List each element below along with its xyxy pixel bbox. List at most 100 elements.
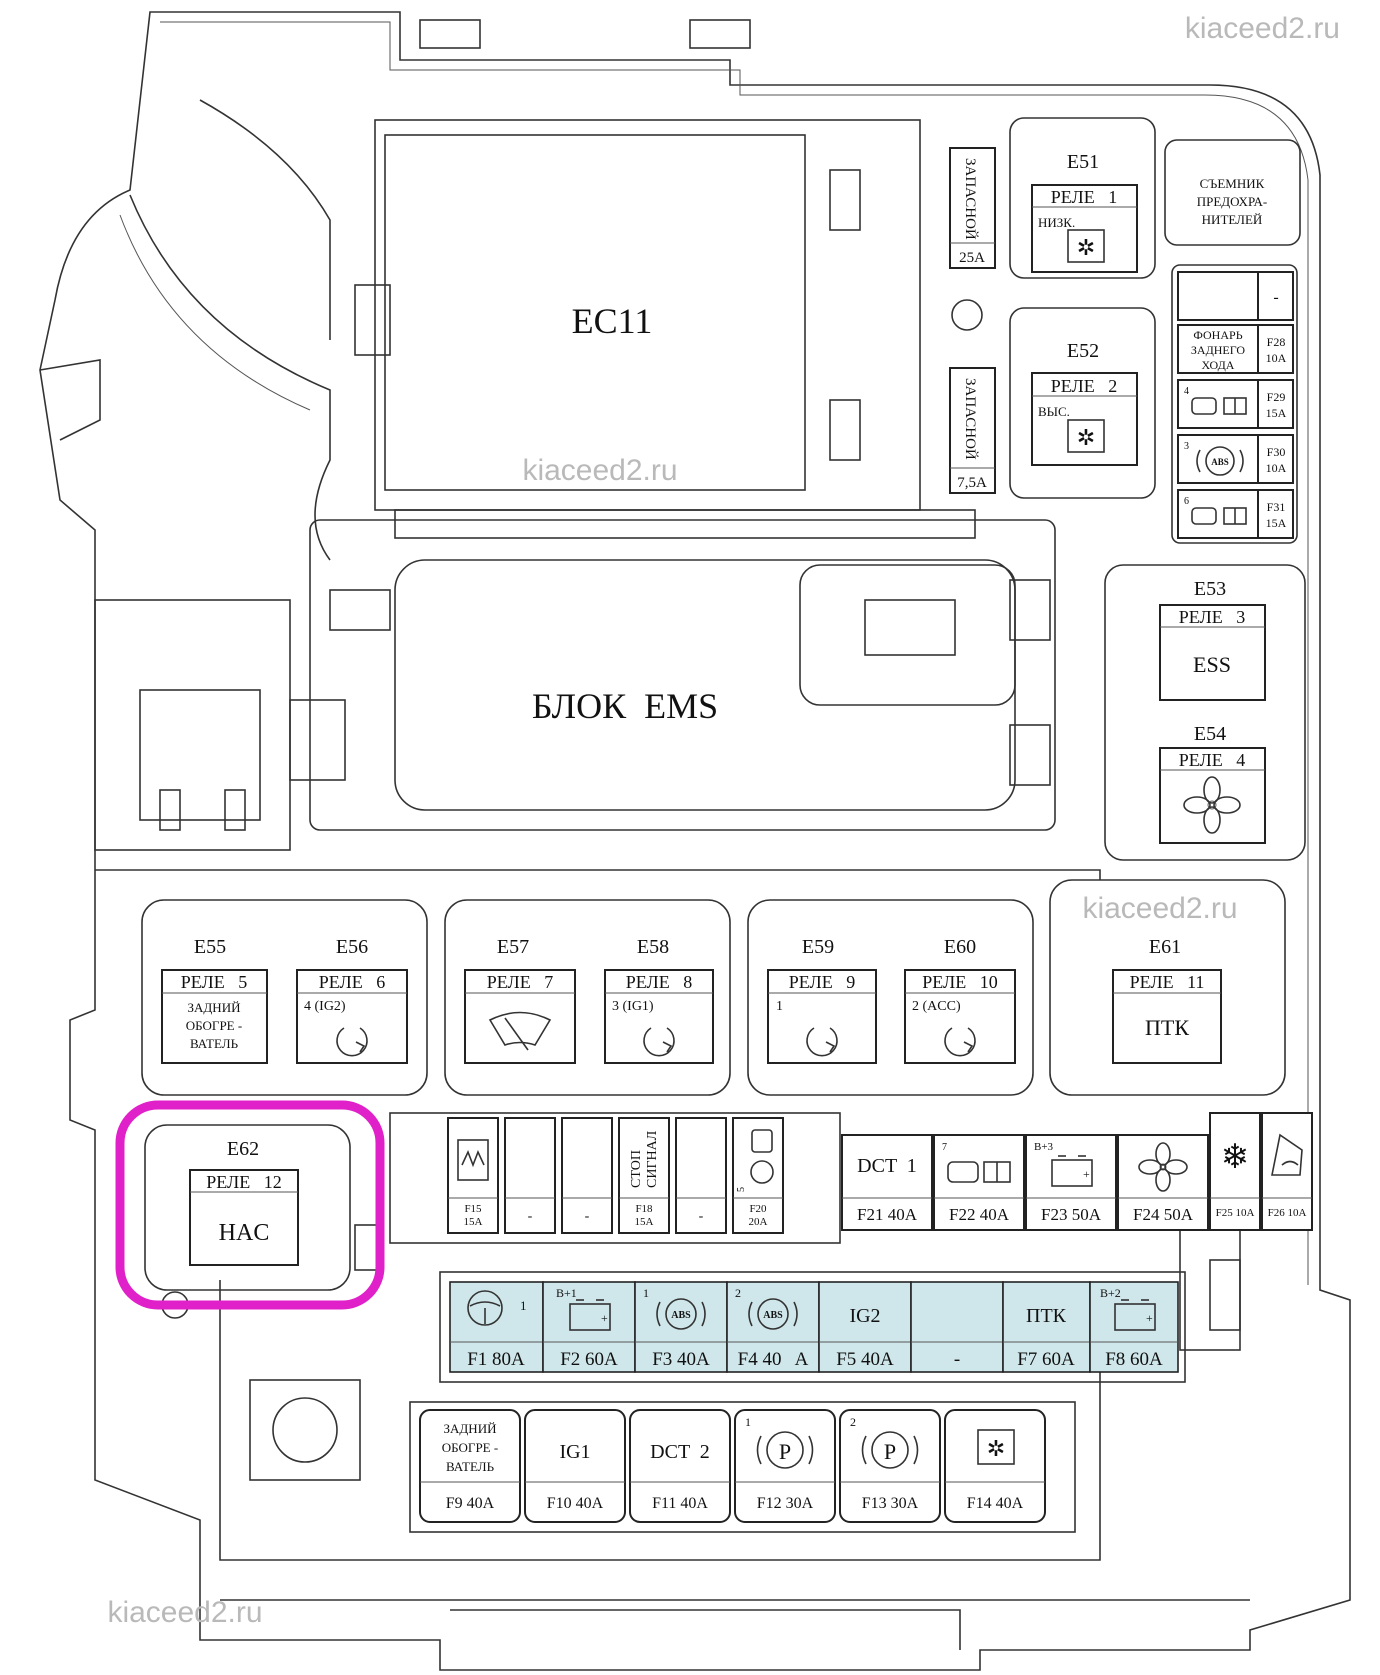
- fuse-f9-label-3: ВАТЕЛЬ: [446, 1459, 495, 1474]
- ems-label: БЛОК EMS: [532, 686, 718, 726]
- fuse-f15-id: F15: [464, 1203, 482, 1215]
- svg-text:✲: ✲: [987, 1436, 1005, 1461]
- fuse-f12-rating: F12 30A: [757, 1495, 814, 1512]
- relay-e56-name: РЕЛЕ 6: [319, 972, 385, 992]
- relay-e52: E52 РЕЛЕ 2 ВЫС. ✲: [1009, 307, 1156, 499]
- mid-fuse-row: DCT 1 F21 40A 7 F22 40A B+3 + F: [841, 1112, 1313, 1231]
- relay-e52-name: РЕЛЕ 2: [1051, 376, 1117, 396]
- relay-e51-sub: НИЗК.: [1038, 215, 1075, 230]
- engine-book-icon: [1191, 507, 1247, 525]
- watermark-bottom: kiaceed2.ru: [107, 1596, 262, 1629]
- spare-fuse-1-label: ЗАПАСНОЙ: [962, 158, 979, 240]
- relay-e54-name: РЕЛЕ 4: [1179, 750, 1245, 770]
- relay-e58-code: E58: [637, 936, 669, 958]
- fuse-f9-label-2: ОБОГРЕ -: [442, 1440, 498, 1455]
- fuse-f28-label-3: ХОДА: [1202, 358, 1235, 372]
- relay-e55-code: E55: [194, 936, 226, 958]
- svg-text:+: +: [1146, 1311, 1153, 1325]
- fuse-f30-amp: 10A: [1266, 461, 1287, 475]
- washer-icon: [457, 1139, 489, 1181]
- relay-e56-code: E56: [336, 936, 368, 958]
- fuse-f29-sup: 4: [1184, 386, 1189, 397]
- fuse-f12: 1 P F12 30A: [734, 1409, 836, 1523]
- fuse-f26: F26 10A: [1261, 1112, 1313, 1231]
- relay-e62-code: E62: [227, 1138, 259, 1160]
- svg-text:+: +: [601, 1311, 608, 1325]
- relay-e61: E61 РЕЛЕ 11 ПТК: [1049, 879, 1286, 1096]
- relay-e58-name: РЕЛЕ 8: [626, 972, 692, 992]
- engine-book-icon: [947, 1161, 1011, 1183]
- relay-e59-sub: 1: [776, 999, 783, 1014]
- battery-icon: +: [1114, 1299, 1156, 1331]
- fuse-f18-id: F18: [635, 1203, 653, 1215]
- relay-e60-sub: 2 (ACC): [912, 999, 961, 1014]
- fuse-f22: 7 F22 40A: [933, 1134, 1025, 1231]
- fuse-f10-rating: F10 40A: [547, 1495, 604, 1512]
- watermark-center: kiaceed2.ru: [522, 454, 677, 487]
- fuse-f18-label-1: СТОП: [629, 1150, 644, 1188]
- fuse-puller-line-3: НИТЕЛЕЙ: [1202, 212, 1263, 227]
- fuse-f2-rating: F2 60A: [560, 1349, 618, 1370]
- fuse-puller: СЪЕМНИК ПРЕДОХРА- НИТЕЛЕЙ: [1164, 139, 1301, 246]
- abs-icon: ABS: [1196, 446, 1244, 476]
- ec11-label: EC11: [572, 301, 653, 341]
- fan-icon: [1138, 1142, 1188, 1192]
- fuse-f25-rating: F25 10A: [1216, 1207, 1255, 1219]
- fuse-f29: 4 F29 15A: [1177, 379, 1294, 429]
- fuse-f19: -: [675, 1117, 727, 1234]
- fuse-f29-amp: 15A: [1266, 406, 1287, 420]
- relay-e59-code: E59: [802, 936, 834, 958]
- fuse-f7-rating: F7 60A: [1017, 1349, 1075, 1370]
- relay-e56: E56 РЕЛЕ 6 4 (IG2): [296, 936, 408, 1064]
- fuse-f15: F15 15A: [447, 1117, 499, 1234]
- svg-text:P: P: [884, 1439, 896, 1464]
- ec11-block: EC11: [354, 119, 921, 511]
- fuse-f8-rating: F8 60A: [1105, 1349, 1163, 1370]
- relay-e57: E57 РЕЛЕ 7: [464, 936, 576, 1064]
- relay-e62-sub: HAC: [219, 1220, 270, 1246]
- cooling-fan-motor-icon: ✲: [1067, 419, 1105, 453]
- fuse-f9-label-1: ЗАДНИЙ: [444, 1421, 497, 1436]
- fan-icon: [1183, 776, 1241, 834]
- relay-e57-code: E57: [497, 936, 529, 958]
- fuse-f23: B+3 + F23 50A: [1025, 1134, 1117, 1231]
- svg-text:ABS: ABS: [1211, 457, 1229, 467]
- small-fuse-top-dash: -: [1273, 289, 1278, 306]
- svg-text:ABS: ABS: [671, 1310, 691, 1321]
- svg-text:+: +: [1083, 1167, 1090, 1181]
- fuse-f16-amp: -: [528, 1209, 533, 1224]
- fuse-f30: 3 ABS F30 10A: [1177, 434, 1294, 484]
- fuse-f8: B+2 + F8 60A: [1089, 1281, 1179, 1373]
- fuse-f24-rating: F24 50A: [1133, 1205, 1194, 1224]
- cooling-fan-motor-icon: ✲: [1067, 229, 1105, 263]
- fuse-f6-rating: -: [954, 1349, 960, 1370]
- fuse-f16: -: [504, 1117, 556, 1234]
- battery-icon: +: [1051, 1155, 1093, 1187]
- fuse-f31-id: F31: [1267, 500, 1286, 514]
- fuse-f10-label: IG1: [559, 1441, 590, 1463]
- fuse-f22-sup: 7: [942, 1142, 947, 1153]
- abs-icon: ABS: [656, 1298, 706, 1330]
- fuse-f29-id: F29: [1267, 390, 1286, 404]
- abs-icon: ABS: [748, 1298, 798, 1330]
- relay-e62: E62 РЕЛЕ 12 HAC: [115, 1100, 385, 1310]
- fuse-f31: 6 F31 15A: [1177, 489, 1294, 539]
- fuse-f9: ЗАДНИЙ ОБОГРЕ - ВАТЕЛЬ F9 40A: [419, 1409, 521, 1523]
- fuse-f11: DCT 2 F11 40A: [629, 1409, 731, 1523]
- fuse-f8-sup: B+2: [1100, 1286, 1121, 1300]
- bottom-fuse-row: ЗАДНИЙ ОБОГРЕ - ВАТЕЛЬ F9 40A IG1 F10 40…: [409, 1401, 1076, 1533]
- relay-e60-name: РЕЛЕ 10: [922, 972, 997, 992]
- relay-e51-code: E51: [1067, 151, 1099, 173]
- fuse-f11-rating: F11 40A: [652, 1495, 708, 1512]
- relay-e54: E54 РЕЛЕ 4: [1159, 723, 1266, 844]
- fuse-f20-sup: 5: [736, 1187, 747, 1192]
- fuse-puller-line-2: ПРЕДОХРА-: [1197, 194, 1267, 209]
- fuse-f20-amp: 20A: [749, 1216, 768, 1228]
- fuse-f28-label-1: ФОНАРЬ: [1193, 328, 1242, 342]
- cooling-fan-motor-icon: ✲: [977, 1429, 1015, 1465]
- fuse-f31-amp: 15A: [1266, 516, 1287, 530]
- fuse-f6: -: [910, 1281, 1004, 1373]
- fuse-f19-amp: -: [699, 1209, 704, 1224]
- relay-e53: E53 РЕЛЕ 3 ESS: [1104, 564, 1306, 861]
- fuse-f26-rating: F26 10A: [1268, 1207, 1307, 1219]
